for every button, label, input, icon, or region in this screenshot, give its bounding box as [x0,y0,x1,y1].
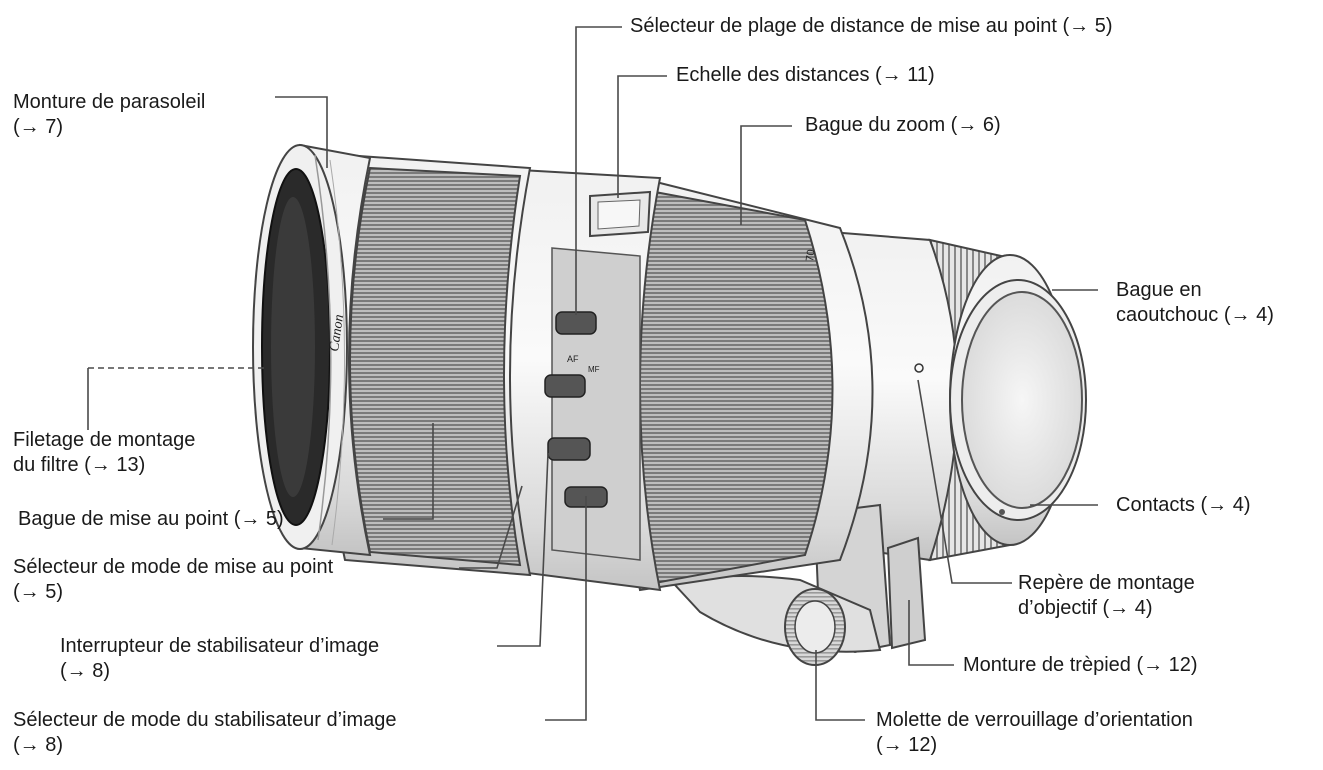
label-rubber-ring: Bague en caoutchouc (→ 4) [1116,279,1274,326]
zoom-mark: 70 [804,249,818,263]
label-zoom-ring: Bague du zoom (→ 6) [805,114,1001,136]
leader-lock-knob [815,650,865,721]
leader-focus-range [575,26,622,315]
label-orientation-lock-knob: Molette de verrouillage d’orientation (→… [876,709,1193,756]
label-filter-thread: Filetage de montage du filtre (→ 13) [13,429,196,476]
af-mark: AF [567,354,579,364]
leader-tripod-mount [908,600,954,666]
label-focus-range-selector: Sélecteur de plage de distance de mise a… [630,15,1113,37]
leader-focus-ring [383,423,434,520]
leader-zoom-ring [740,125,792,225]
label-contacts: Contacts (→ 4) [1116,494,1251,516]
leader-distance-scale [617,75,667,198]
label-stabilizer-switch: Interrupteur de stabilisateur d’image (→… [60,635,380,682]
leader-lines [87,26,1098,721]
label-focus-mode-switch: Sélecteur de mode de mise au point (→ 5) [13,556,334,603]
mf-mark: MF [588,365,600,374]
label-focus-ring: Bague de mise au point (→ 5) [18,508,284,530]
leader-mount-index [917,379,1012,584]
leader-is-switch [497,452,549,647]
brand-marking: Canon [327,313,347,352]
lens-body [252,143,1087,666]
label-tripod-mount: Monture de trèpied (→ 12) [963,654,1198,676]
leader-hood [275,96,328,168]
label-stabilizer-mode-selector: Sélecteur de mode du stabilisateur d’ima… [13,709,397,756]
leader-is-mode [545,496,587,721]
label-lens-hood-mount: Monture de parasoleil (→ 7) [13,91,206,138]
leader-focus-mode [459,485,523,569]
label-distance-scale: Echelle des distances (→ 11) [676,64,935,86]
label-lens-mount-index: Repère de montage d’objectif (→ 4) [1018,572,1195,619]
